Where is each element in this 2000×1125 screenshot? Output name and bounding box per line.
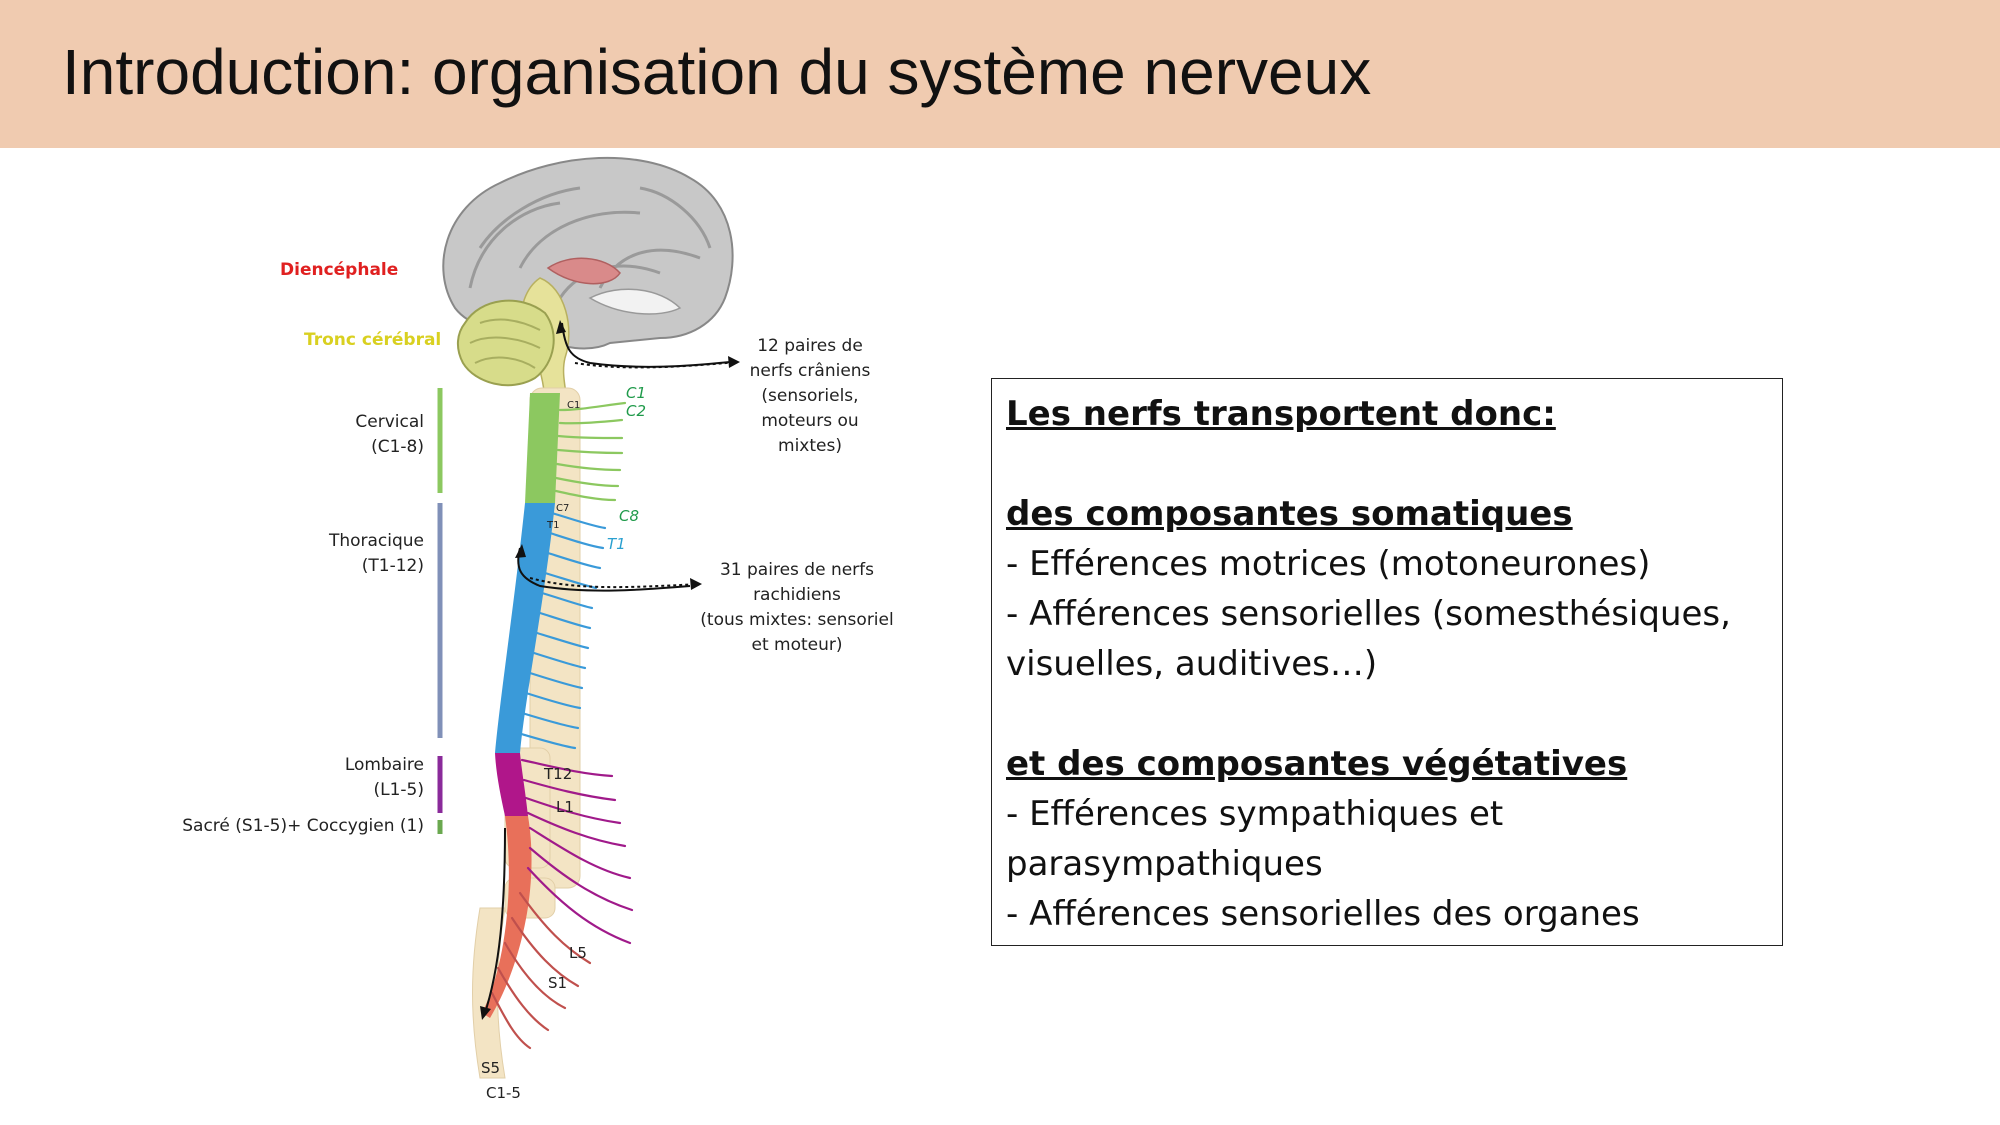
slide-title: Introduction: organisation du système ne… bbox=[62, 36, 1372, 108]
note-nerfs-craniens: 12 paires de nerfs crâniens (sensoriels,… bbox=[749, 336, 871, 456]
segment-c8: C8 bbox=[619, 507, 640, 525]
info-box: Les nerfs transportent donc: des composa… bbox=[991, 378, 1783, 946]
segment-t12: T12 bbox=[544, 765, 573, 783]
nervous-system-figure: Diencéphale Tronc cérébral Cervical (C1-… bbox=[0, 148, 960, 1125]
vegetative-item-1: - Efférences sympathiques et parasympath… bbox=[1006, 794, 1504, 884]
brain-illustration bbox=[442, 156, 734, 409]
vegetative-item-2: - Afférences sensorielles des organes bbox=[1006, 894, 1640, 934]
arrows bbox=[480, 320, 740, 1020]
info-heading: Les nerfs transportent donc: bbox=[1006, 394, 1556, 434]
title-bar: Introduction: organisation du système ne… bbox=[0, 0, 2000, 148]
segment-c1: C1 bbox=[626, 384, 647, 402]
segment-c1-small: C1 bbox=[567, 400, 581, 411]
segment-s5: S5 bbox=[481, 1059, 501, 1077]
label-thoracique: Thoracique (T1-12) bbox=[328, 531, 424, 576]
segment-t1: T1 bbox=[607, 535, 626, 553]
segment-l1: L1 bbox=[556, 798, 574, 816]
segment-c2: C2 bbox=[626, 402, 647, 420]
label-cervical: Cervical (C1-8) bbox=[355, 412, 424, 457]
label-lombaire: Lombaire (L1-5) bbox=[344, 755, 424, 800]
somatic-item-1: - Efférences motrices (motoneurones) bbox=[1006, 544, 1651, 584]
somatic-heading: des composantes somatiques bbox=[1006, 494, 1573, 534]
label-tronc-cerebral: Tronc cérébral bbox=[304, 330, 442, 350]
somatic-item-2: - Afférences sensorielles (somesthésique… bbox=[1006, 594, 1731, 684]
note-nerfs-rachidiens: 31 paires de nerfs rachidiens (tous mixt… bbox=[700, 560, 894, 655]
segment-c1-5: C1-5 bbox=[486, 1084, 521, 1102]
segment-c7: C7 bbox=[556, 503, 570, 514]
segment-t1-small: T1 bbox=[547, 520, 560, 531]
spinal-cord bbox=[482, 393, 560, 1018]
spinal-cord-illustration bbox=[437, 156, 740, 1079]
nerve-roots bbox=[490, 401, 634, 1050]
vegetative-heading: et des composantes végétatives bbox=[1006, 744, 1628, 784]
label-diencephale: Diencéphale bbox=[280, 260, 399, 280]
segment-l5: L5 bbox=[569, 944, 587, 962]
label-sacre-coccygien: Sacré (S1-5)+ Coccygien (1) bbox=[182, 816, 424, 836]
segment-s1: S1 bbox=[548, 974, 568, 992]
